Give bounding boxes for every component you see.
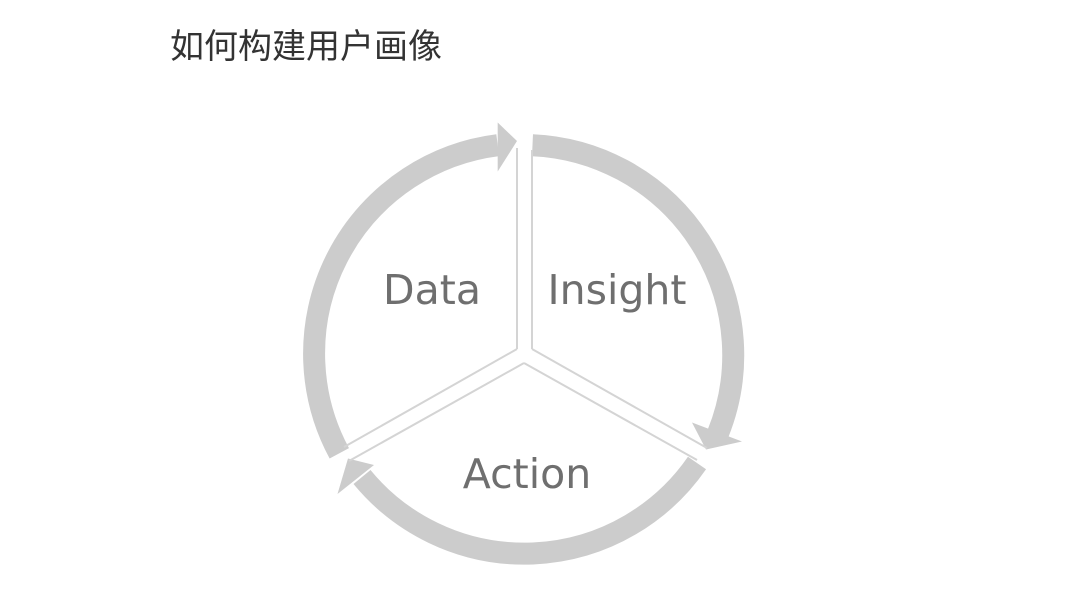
segment-label-data: Data — [383, 266, 481, 314]
arrowhead-top-icon — [497, 122, 517, 172]
ring-arc-data — [303, 134, 500, 459]
divider-left-upper — [343, 348, 518, 448]
segment-label-action: Action — [463, 450, 591, 498]
divider-right-lower — [523, 362, 698, 461]
divider-left-lower — [348, 362, 525, 462]
arrowhead-right-icon — [692, 422, 742, 450]
segment-dividers — [343, 148, 708, 462]
segment-label-insight: Insight — [548, 266, 687, 314]
ring-arc-action — [353, 456, 707, 565]
ring-arc-insight — [532, 134, 745, 438]
divider-right-upper — [531, 348, 708, 449]
page-title: 如何构建用户画像 — [170, 27, 442, 67]
arrowhead-left-icon — [337, 458, 374, 494]
